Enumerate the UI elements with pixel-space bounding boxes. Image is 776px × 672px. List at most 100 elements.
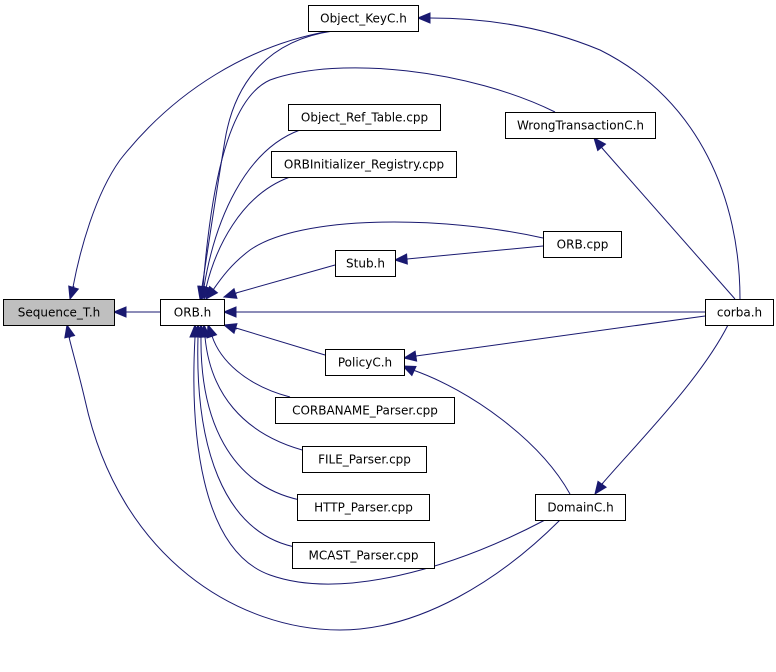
node-box [271,151,457,178]
edge-corba_h-to-policyc [402,315,706,362]
arrowhead [593,136,607,152]
node-box [297,494,430,521]
node-label: FILE_Parser.cpp [318,453,411,467]
arrowhead [222,287,238,299]
arrowhead [402,350,418,362]
node-corba-h[interactable]: corba.h [705,299,774,326]
node-label: Stub.h [346,257,385,271]
edge-file_parser-to-orb_h [199,323,311,453]
node-label: corba.h [717,306,762,320]
edge-mcast_parser-to-orb_h [192,323,301,549]
edge-domainc-to-sequence_t [64,323,561,631]
node-sequence-t[interactable]: Sequence_T.h [3,299,115,326]
node-box [3,299,115,326]
edge-line [212,221,544,291]
edge-line [197,336,301,549]
edge-line [601,147,736,300]
edge-corba_h-to-object_keyc [416,12,741,300]
edge-object_keyc-to-sequence_t [68,30,331,301]
node-wrongtransactionc[interactable]: WrongTransactionC.h [505,112,656,139]
node-label: MCAST_Parser.cpp [309,549,419,563]
node-box [302,446,427,473]
edge-corbaname_parser-to-orb_h [206,323,291,398]
node-box [308,5,419,32]
node-label: ORB.cpp [557,238,609,252]
arrowhead [68,285,80,301]
edge-line-tail [601,482,604,485]
node-box [335,250,396,277]
node-label: ORBInitializer_Registry.cpp [284,158,444,172]
nodes-layer: Sequence_T.h ORB.h Object_KeyC.hObject_Ref… [3,5,774,569]
edge-line [193,336,546,585]
node-http-parser[interactable]: HTTP_Parser.cpp [297,494,430,521]
edge-line [406,245,544,260]
edge-line [235,264,336,294]
node-box [275,397,455,424]
edge-line-tail [213,288,215,290]
edge-policyc-to-orb_h [222,323,326,356]
edge-corba_h-to-orb_h [222,306,705,318]
arrowhead [393,253,408,265]
node-mcast-parser[interactable]: MCAST_Parser.cpp [292,542,435,569]
node-box [160,299,225,326]
node-label: Object_KeyC.h [320,12,407,26]
node-file-parser[interactable]: FILE_Parser.cpp [302,446,427,473]
edge-corba_h-to-wrongtransactionc [593,136,736,300]
edge-line [204,336,311,453]
node-label: DomainC.h [547,501,613,515]
node-label: HTTP_Parser.cpp [314,501,413,515]
node-label: ORB.h [174,306,211,320]
edge-line [415,315,706,357]
node-orb-cpp[interactable]: ORB.cpp [543,231,622,258]
arrowhead [401,365,417,377]
node-box [288,104,441,131]
edge-orb_h-to-sequence_t [112,306,160,318]
edge-domainc-to-policyc [401,365,571,495]
edge-line [211,335,291,398]
edge-line [412,369,571,495]
edge-stub_h-to-orb_h [222,264,336,299]
node-label: CORBANAME_Parser.cpp [292,404,438,418]
node-corbaname-parser[interactable]: CORBANAME_Parser.cpp [275,397,455,424]
edge-line [203,129,301,288]
edges-layer [64,12,741,631]
node-box [325,349,405,376]
arrowhead [222,323,238,335]
node-label: Sequence_T.h [18,306,101,320]
arrowhead [64,323,76,339]
node-box [292,542,435,569]
edge-line [68,336,561,631]
edge-line [429,17,741,300]
edge-line [205,176,291,289]
node-orb-h[interactable]: ORB.h [160,299,225,326]
edge-line [72,30,331,288]
arrowhead [112,306,127,318]
node-object-ref-table[interactable]: Object_Ref_Table.cpp [288,104,441,131]
edge-line [200,336,301,501]
edge-domainc-to-orb_h [189,323,546,585]
node-box [543,231,622,258]
node-box [535,494,626,521]
node-orbinitializer-registry[interactable]: ORBInitializer_Registry.cpp [271,151,457,178]
arrowhead [416,12,431,24]
edge-orb_cpp-to-orb_h [205,221,544,301]
node-policyc[interactable]: PolicyC.h [325,349,405,376]
node-object-keyc[interactable]: Object_KeyC.h [308,5,419,32]
arrowhead [222,306,237,318]
edge-line [201,30,334,288]
edge-orb_cpp-to-stub_h [393,245,544,265]
node-box [505,112,656,139]
node-label: Object_Ref_Table.cpp [301,111,428,125]
edge-line [202,67,556,288]
node-box [705,299,774,326]
edge-line [235,327,326,356]
node-label: PolicyC.h [338,356,392,370]
edge-line-tail [601,146,604,150]
node-domainc[interactable]: DomainC.h [535,494,626,521]
node-label: WrongTransactionC.h [517,119,644,133]
arrowhead [594,480,608,496]
edge-line [601,324,729,485]
node-stub-h[interactable]: Stub.h [335,250,396,277]
